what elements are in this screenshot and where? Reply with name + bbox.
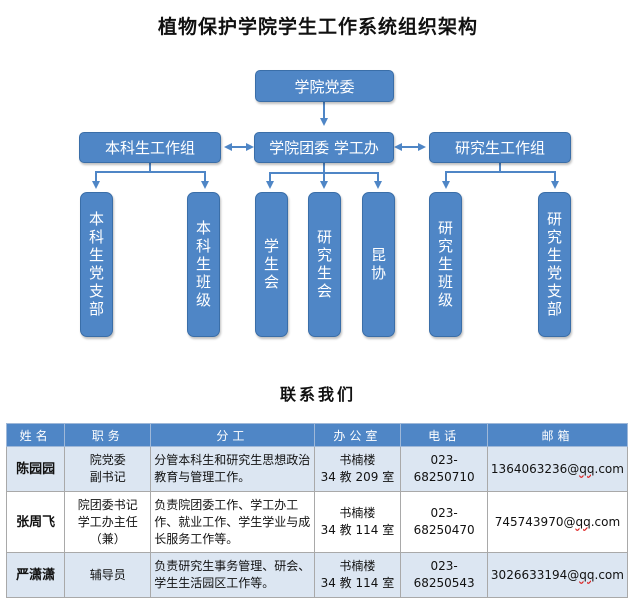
- node-student-union: 学生会: [255, 192, 288, 337]
- position-line: 辅导员: [89, 567, 126, 582]
- position-line: 副书记: [89, 470, 126, 484]
- node-entomology-assoc: 昆协: [362, 192, 395, 337]
- cell-duty: 负责院团委工作、学工办工作、就业工作、学生学业与成长服务工作等。: [150, 491, 315, 553]
- cell-office: 书楠楼 34 教 209 室: [313, 446, 402, 492]
- cell-duty: 分管本科生和研究生思想政治教育与管理工作。: [150, 446, 315, 492]
- connector-right-branch-1: [442, 163, 501, 189]
- table-row: 严潇潇 辅导员 负责研究生事务管理、研会、学生生活园区工作等。 书楠楼 34 教…: [5, 552, 629, 598]
- node-grad-classes: 研究生班级: [429, 192, 462, 337]
- cell-position: 院党委 副书记: [64, 446, 152, 492]
- connector-center-branch-3: [324, 172, 382, 189]
- cell-office: 书楠楼 34 教 114 室: [313, 552, 402, 598]
- node-party-committee: 学院党委: [255, 70, 394, 102]
- office-room: 34 教 114 室: [320, 576, 395, 590]
- cell-email[interactable]: 1364063236@qq.com: [486, 446, 629, 492]
- header-position: 职务: [64, 423, 152, 447]
- cell-office: 书楠楼 34 教 114 室: [313, 491, 402, 553]
- cell-email[interactable]: 745743970@qq.com: [486, 491, 629, 553]
- node-grad-group: 研究生工作组: [429, 132, 571, 163]
- connector-left-branch-1: [92, 163, 151, 189]
- cell-position: 辅导员: [64, 552, 152, 598]
- header-email: 邮箱: [486, 423, 629, 447]
- cell-name: 陈园园: [5, 446, 66, 492]
- position-line: 院党委: [89, 453, 126, 467]
- cell-name: 张周飞: [5, 491, 66, 553]
- node-undergrad-group: 本科生工作组: [79, 132, 221, 163]
- office-building: 书楠楼: [339, 453, 376, 467]
- connector-lines: [92, 102, 559, 189]
- header-name: 姓名: [5, 423, 66, 447]
- position-line: 院团委书记: [77, 497, 138, 512]
- email-domain: qq: [575, 514, 591, 529]
- cell-email[interactable]: 3026633194@qq.com: [486, 552, 629, 598]
- position-line: 学工办主任: [77, 514, 138, 529]
- cell-duty: 负责研究生事务管理、研会、学生生活园区工作等。: [150, 552, 315, 598]
- cell-name: 严潇潇: [5, 552, 66, 598]
- cell-position: 院团委书记 学工办主任 （兼）: [64, 491, 152, 553]
- table-row: 张周飞 院团委书记 学工办主任 （兼） 负责院团委工作、学工办工作、就业工作、学…: [5, 491, 629, 553]
- node-undergrad-classes: 本科生班级: [187, 192, 220, 337]
- office-room: 34 教 209 室: [320, 470, 395, 484]
- node-undergrad-party-branch: 本科生党支部: [80, 192, 113, 337]
- email-domain: qq: [579, 461, 595, 476]
- cell-phone: 023-68250710: [400, 446, 488, 492]
- table-header-row: 姓名 职务 分工 办公室 电话 邮箱: [5, 423, 629, 447]
- header-duty: 分工: [150, 423, 315, 447]
- table-row: 陈园园 院党委 副书记 分管本科生和研究生思想政治教育与管理工作。 书楠楼 34…: [5, 446, 629, 492]
- contact-table: 姓名 职务 分工 办公室 电话 邮箱 陈园园 院党委 副书记 分管本科生和研究生…: [5, 423, 629, 598]
- contact-title: 联系我们: [279, 385, 356, 404]
- email-user: 745743970@: [494, 514, 576, 529]
- node-grad-union: 研究生会: [308, 192, 341, 337]
- connector-left-branch-2: [150, 171, 209, 189]
- node-league-office: 学院团委 学工办: [254, 132, 394, 163]
- position-line: （兼）: [89, 531, 126, 546]
- chart-title: 植物保护学院学生工作系统组织架构: [157, 16, 478, 38]
- office-room: 34 教 114 室: [320, 523, 395, 537]
- cell-phone: 023-68250470: [400, 491, 488, 553]
- cell-phone: 023-68250543: [400, 552, 488, 598]
- email-tail: .com: [594, 567, 624, 582]
- connector-center-branch-1: [266, 163, 325, 189]
- office-building: 书楠楼: [339, 559, 376, 573]
- email-domain: qq: [579, 567, 595, 582]
- node-grad-party-branch: 研究生党支部: [538, 192, 571, 337]
- connector-right-branch-2: [500, 171, 559, 189]
- email-user: 3026633194@: [490, 567, 580, 582]
- email-tail: .com: [594, 461, 624, 476]
- email-tail: .com: [590, 514, 621, 529]
- header-phone: 电话: [400, 423, 488, 447]
- header-office: 办公室: [313, 423, 402, 447]
- office-building: 书楠楼: [339, 506, 376, 520]
- email-user: 1364063236@: [490, 461, 580, 476]
